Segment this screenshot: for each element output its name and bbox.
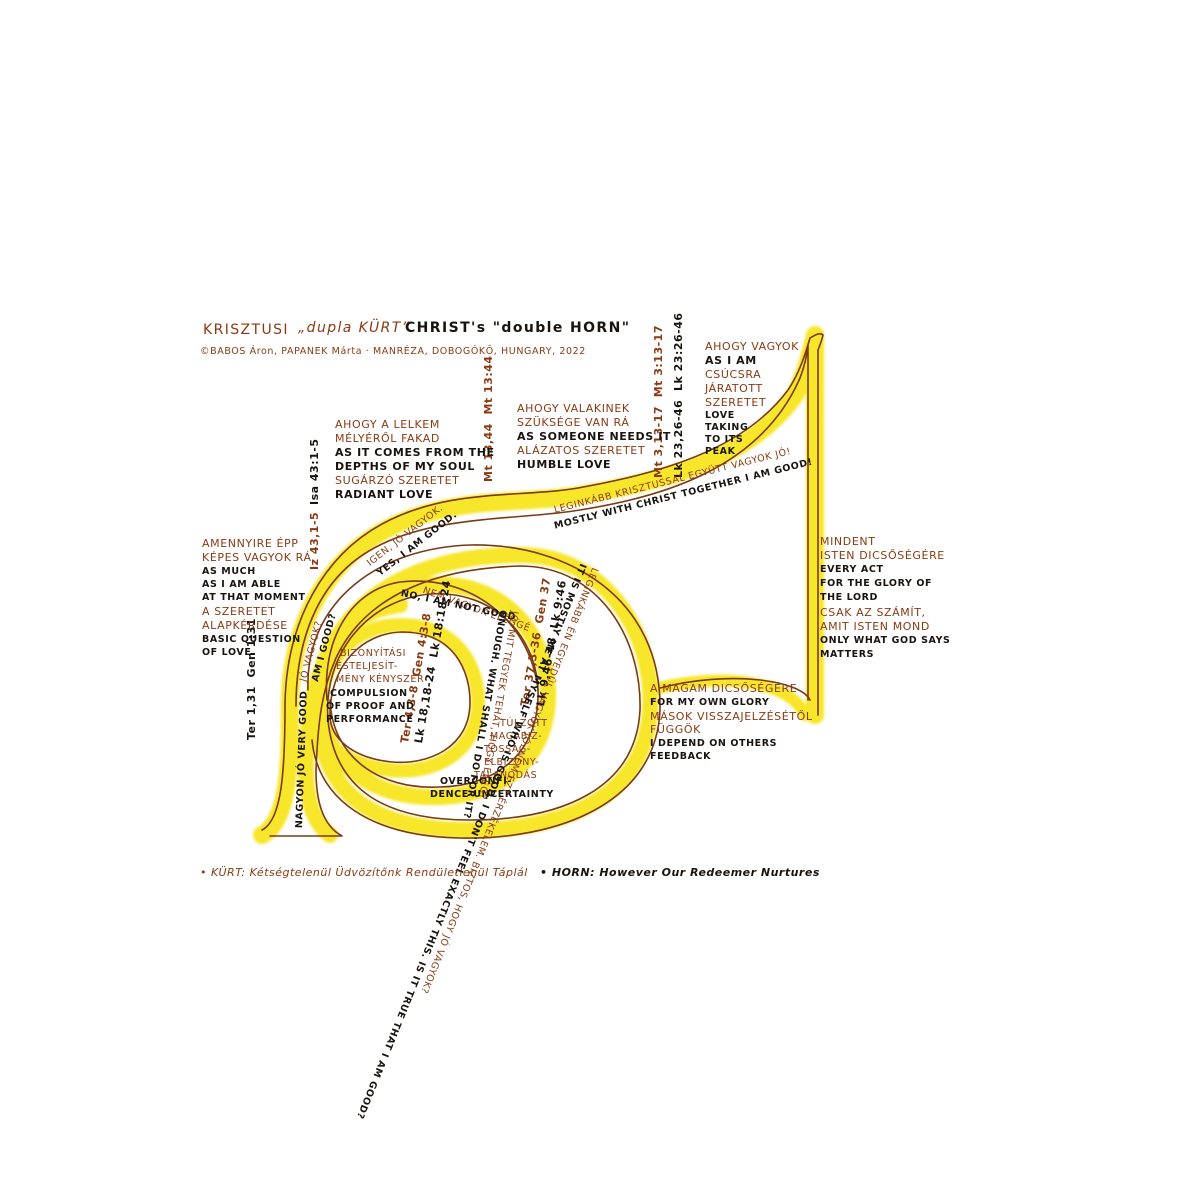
title-hu-horn: „dupla KÜRT”	[298, 320, 411, 336]
lelkem-en-2: DEPTHS OF MY SOUL	[335, 460, 476, 473]
bizonyitasi-hu-1: BIZONYÍTÁSI	[340, 648, 407, 659]
title-hu-prefix: KRISZTUSI	[203, 322, 289, 338]
vagyok-en-5: PEAK	[705, 446, 736, 457]
vagyok-hu-2: CSÚCSRA	[705, 368, 762, 381]
amennyire-hu-2: KÉPES VAGYOK RÁ	[202, 551, 312, 564]
lelkem-en-3: RADIANT LOVE	[335, 488, 434, 501]
amennyire-en-4: BASIC QUESTION	[202, 634, 301, 645]
magam-en-1: FOR MY OWN GLORY	[650, 697, 770, 708]
vagyok-hu-3: JÁRATOTT	[705, 382, 763, 395]
magam-en-3: FEEDBACK	[650, 751, 712, 762]
magam-en-2: I DEPEND ON OTHERS	[650, 738, 778, 749]
bizonyitasi-hu-3: MÉNY KÉNYSZER	[336, 674, 425, 685]
amennyire-hu-3: A SZERETET	[202, 605, 276, 618]
vagyok-en-1: AS I AM	[705, 354, 757, 367]
footer-kurt: • KÜRT: Kétségtelenül Üdvözítőnk Rendüle…	[200, 866, 528, 879]
vagyok-hu-1: AHOGY VAGYOK	[705, 340, 799, 353]
tulzott-hu-4: ELBIZONY-	[484, 757, 540, 768]
tulzott-hu-5: TALANODÁS	[474, 770, 538, 781]
mindent-hu-2: ISTEN DICSŐSÉGÉRE	[820, 549, 945, 562]
mindent-hu-1: MINDENT	[820, 535, 876, 548]
bizonyitasi-hu-2: ÉSTELJESÍT-	[336, 661, 398, 672]
vagyok-hu-4: SZERETET	[705, 396, 767, 409]
tulzott-hu-1: TÚLZOTT	[500, 718, 548, 729]
amennyire-en-3: AT THAT MOMENT	[202, 592, 306, 603]
amennyire-en-2: AS I AM ABLE	[202, 579, 281, 590]
tulzott-hu-2: MAGABIZ-	[490, 731, 543, 742]
amennyire-hu-1: AMENNYIRE ÉPP	[202, 537, 299, 550]
vagyok-en-3: TAKING	[705, 422, 749, 433]
mindent-en-4: ONLY WHAT GOD SAYS	[820, 635, 951, 646]
vagyok-en-4: TO ITS	[705, 434, 744, 445]
tulzott-hu-3: TOSSÁG-	[484, 744, 531, 755]
mindent-en-5: MATTERS	[820, 649, 875, 660]
mindent-en-3: THE LORD	[820, 592, 879, 603]
valakinek-en-1: AS SOMEONE NEEDS IT	[517, 430, 672, 443]
ref-isa-43: Isa 43:1-5	[308, 438, 321, 505]
magam-hu-3: FÜGGÖK	[650, 723, 701, 736]
lelkem-hu-2: MÉLYÉRŐL FAKAD	[335, 432, 440, 445]
valakinek-en-2: HUMBLE LOVE	[517, 458, 612, 471]
vagyok-en-2: LOVE	[705, 410, 735, 421]
amennyire-en-5: OF LOVE	[202, 647, 252, 658]
horn-glow	[253, 326, 824, 844]
credit-line: ©BABOS Áron, PAPANEK Márta · MANRÉZA, DO…	[200, 346, 586, 357]
footer-horn: • HORN: However Our Redeemer Nurtures	[540, 866, 820, 879]
ref-mt-3-13: Mt 3,13-17 Mt 3:13-17	[652, 325, 665, 478]
ref-mt-13-44: Mt 13,44 Mt 13:44	[482, 355, 495, 482]
mindent-hu-3: CSAK AZ SZÁMÍT,	[820, 606, 926, 619]
bizonyitasi-en-1: COMPULSION	[330, 688, 408, 699]
mindent-en-1: EVERY ACT	[820, 564, 884, 575]
title-en: CHRIST's "double HORN"	[405, 320, 631, 336]
mindent-en-2: FOR THE GLORY OF	[820, 578, 933, 589]
tulzott-en-2: DENCE-UNCERTAINTY	[430, 789, 554, 800]
amennyire-en-1: AS MUCH	[202, 566, 256, 577]
valakinek-hu-2: SZÜKSÉGE VAN RÁ	[517, 416, 630, 429]
valakinek-hu-1: AHOGY VALAKINEK	[517, 402, 630, 415]
horn-outline	[261, 332, 824, 839]
mindent-hu-4: AMIT ISTEN MOND	[820, 620, 930, 633]
ref-lk-23-26: Lk 23,26-46 Lk 23:26-46	[672, 312, 685, 478]
magam-hu-1: A MAGAM DICSŐSÉGÉRE	[650, 682, 798, 695]
lelkem-en-1: AS IT COMES FROM THE	[335, 446, 495, 459]
magam-hu-2: MÁSOK VISSZAJELZÉSÉTŐL	[650, 710, 813, 723]
lelkem-hu-3: SUGÁRZÓ SZERETET	[335, 474, 460, 487]
bizonyitasi-en-3: PERFORMANCE	[326, 714, 414, 725]
amennyire-hu-4: ALAPKÉRDÉSE	[202, 619, 288, 632]
lelkem-hu-1: AHOGY A LELKEM	[335, 418, 440, 431]
bizonyitasi-en-2: OF PROOF AND	[326, 701, 415, 712]
tulzott-en-1: OVERCONFI-	[440, 776, 512, 787]
valakinek-hu-3: ALÁZATOS SZERETET	[517, 444, 646, 457]
